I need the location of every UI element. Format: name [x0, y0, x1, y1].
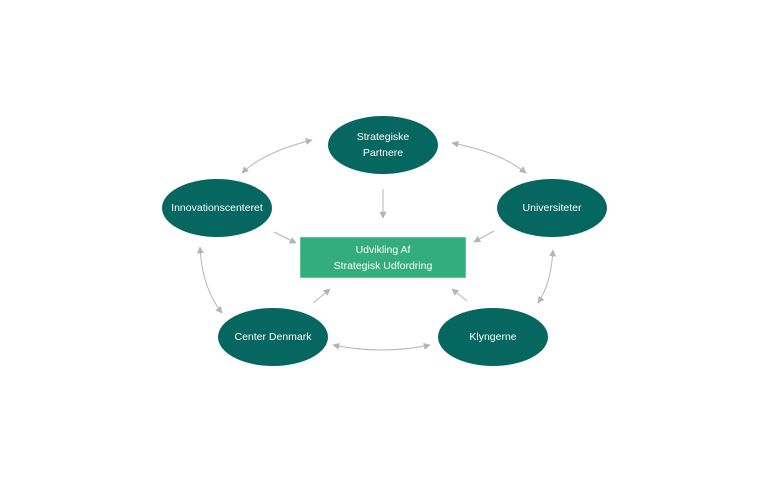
- node-udvikling-strategisk-udfordring: Udvikling Af Strategisk Udfordring: [300, 237, 466, 278]
- node-label-line2: Partnere: [362, 147, 404, 159]
- node-label: Innovationscenteret: [171, 202, 263, 214]
- node-strategiske-partnere: Strategiske Partnere: [328, 116, 438, 174]
- arrow-centerdenmark-to-center: [312, 288, 331, 304]
- arrow-klyngerne-to-center: [451, 288, 468, 302]
- node-innovationscenteret: Innovationscenteret: [162, 179, 272, 237]
- connector-strategiske-innovation: [241, 138, 313, 174]
- connector-innovation-centerdenmark: [196, 246, 223, 314]
- node-label: Klyngerne: [469, 331, 517, 343]
- node-universiteter: Universiteter: [497, 179, 607, 237]
- center-label-line1: Udvikling Af: [355, 243, 411, 256]
- node-klyngerne: Klyngerne: [438, 308, 548, 366]
- connector-centerdenmark-klyngerne: [332, 342, 431, 351]
- node-label-line1: Strategiske: [356, 131, 410, 143]
- node-center-denmark: Center Denmark: [218, 308, 328, 366]
- node-label: Center Denmark: [234, 331, 312, 343]
- connector-universiteter-klyngerne: [537, 249, 557, 304]
- node-label: Universiteter: [522, 202, 582, 214]
- arrow-innovation-to-center: [273, 231, 297, 244]
- center-label-line2: Strategisk Udfordring: [333, 259, 433, 272]
- arrow-universiteter-to-center: [473, 230, 495, 243]
- connector-strategiske-universiteter: [451, 140, 527, 174]
